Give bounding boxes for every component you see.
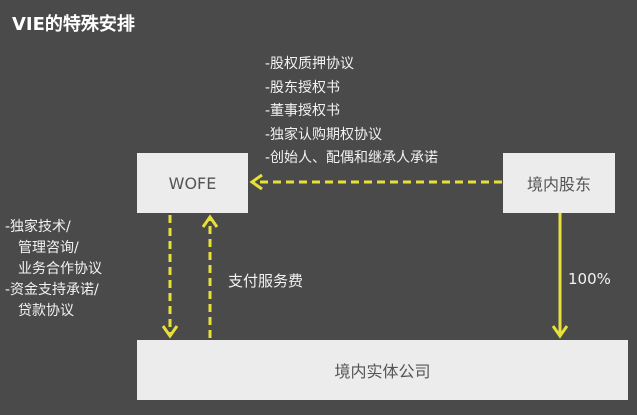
agreement-item: 管理咨询/	[18, 240, 79, 256]
fee-arrow-head	[201, 214, 219, 228]
agreement-item: 贷款协议	[18, 303, 74, 319]
service-arrow-head	[161, 325, 179, 339]
agreement-item: -独家认购期权协议	[265, 126, 383, 143]
agreement-item: -股东授权书	[265, 79, 341, 96]
shareholder-label: 境内股东	[526, 175, 591, 194]
shareholder-box: 境内股东	[503, 153, 615, 213]
wofe-label: WOFE	[168, 173, 217, 193]
agreement-item: -独家技术/	[5, 219, 71, 235]
wofe-box: WOFE	[137, 153, 248, 213]
page-title: VIE的特殊安排	[12, 14, 135, 35]
agreement-item: -董事授权书	[265, 103, 341, 119]
entity-box: 境内实体公司	[137, 340, 628, 400]
control-arrow-head	[249, 173, 263, 191]
agreement-item: -股权质押协议	[265, 56, 355, 72]
entity-label: 境内实体公司	[334, 362, 431, 381]
agreement-item: -资金支持承诺/	[5, 282, 99, 298]
left-agreements-list: -独家技术/ 管理咨询/ 业务合作协议 -资金支持承诺/ 贷款协议	[5, 217, 102, 322]
ownership-label: 100%	[568, 270, 611, 288]
agreement-item: -创始人、配偶和继承人承诺	[265, 150, 439, 166]
agreement-item: 业务合作协议	[18, 261, 102, 277]
service-fee-label: 支付服务费	[228, 272, 304, 290]
ownership-arrow-head	[551, 325, 569, 339]
top-agreements-list: -股权质押协议 -股东授权书 -董事授权书 -独家认购期权协议 -创始人、配偶和…	[265, 53, 438, 171]
